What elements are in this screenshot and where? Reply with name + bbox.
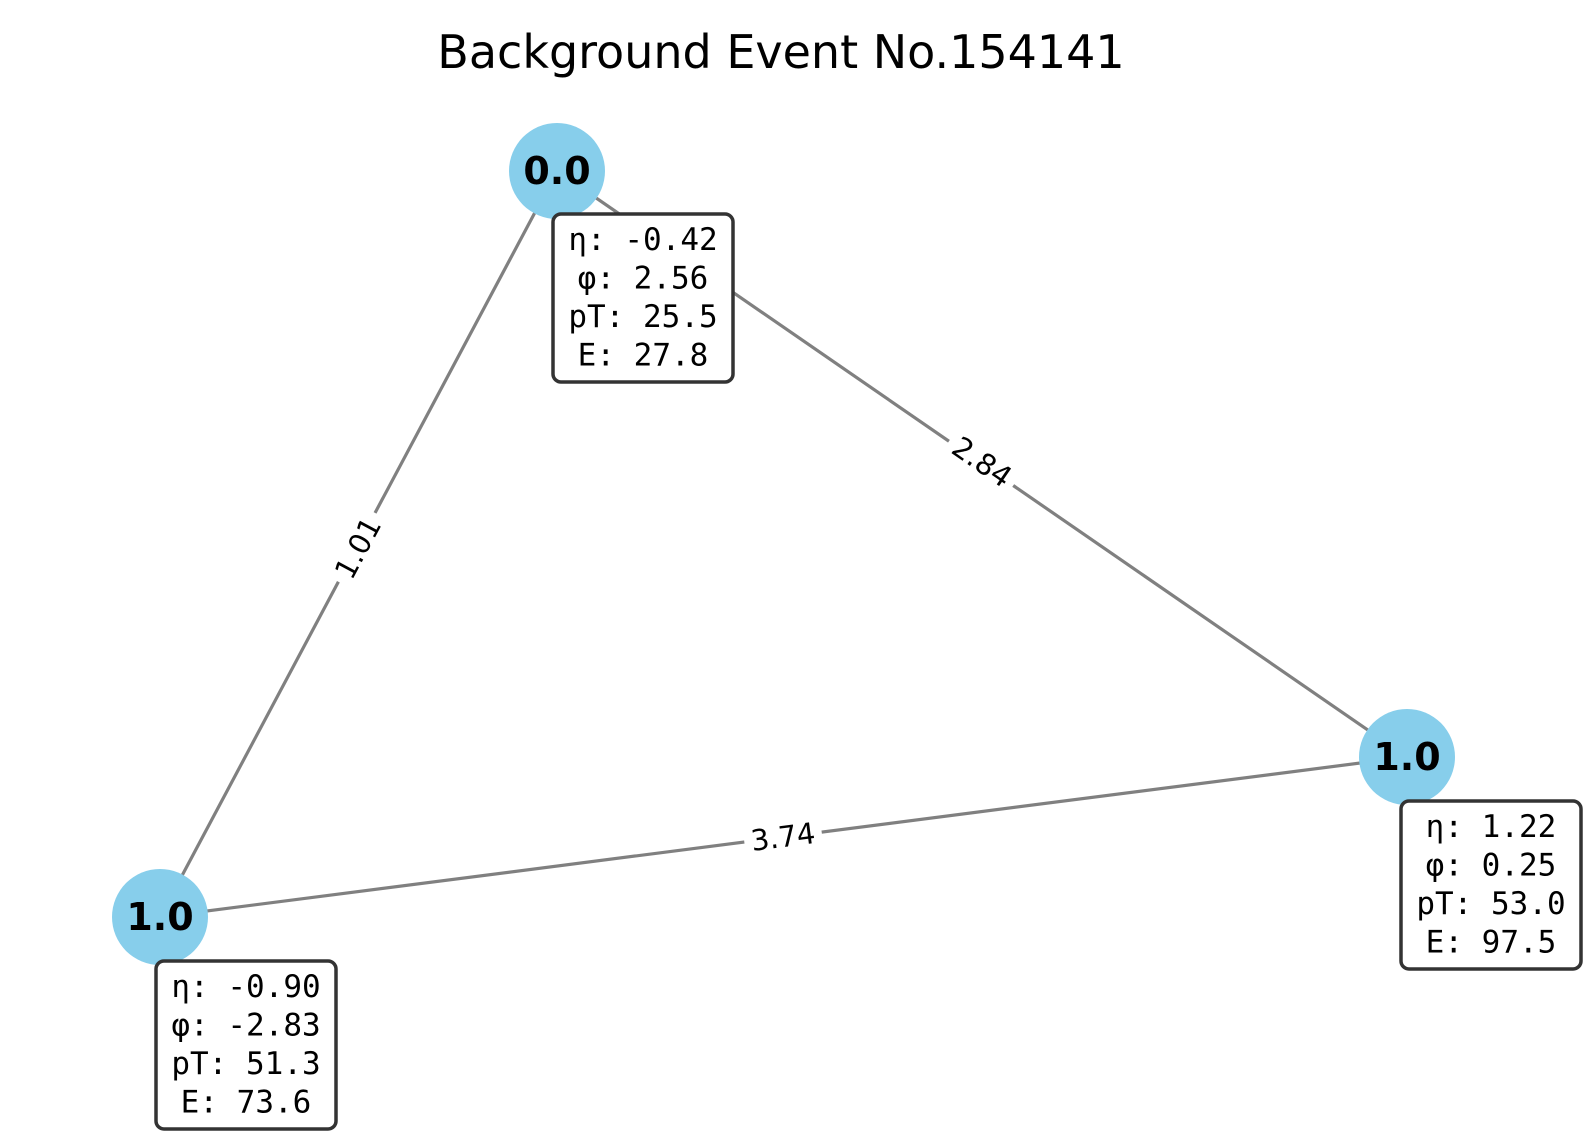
info-line: η: -0.90: [171, 969, 320, 1005]
node-circle[interactable]: [509, 123, 605, 219]
edges-layer: 1.01 2.84 3.74: [158, 169, 1408, 919]
info-line: E: 73.6: [181, 1085, 312, 1121]
edge-label-group: 3.74: [741, 812, 825, 862]
edge-label-group: 1.01: [322, 504, 394, 592]
info-line: η: -0.42: [568, 222, 717, 258]
info-box-frame: [1399, 799, 1583, 971]
info-line: pT: 53.0: [1416, 886, 1565, 922]
info-box-frame: [551, 212, 735, 384]
node-label: 1.0: [1373, 735, 1440, 779]
nodes-layer: 0.0 1.0 1.0: [112, 123, 1455, 965]
node-label: 0.0: [523, 149, 590, 193]
info-line: pT: 51.3: [171, 1046, 320, 1082]
info-line: φ: 2.56: [578, 261, 709, 297]
node-n2[interactable]: 1.0: [112, 869, 208, 965]
edge-label-background: [741, 812, 825, 862]
node-n1[interactable]: 1.0: [1359, 709, 1455, 805]
node-n0[interactable]: 0.0: [509, 123, 605, 219]
info-line: η: 1.22: [1426, 809, 1557, 845]
edge-weight-label: 3.74: [749, 816, 817, 858]
edge-label-background: [938, 423, 1026, 501]
info-line: φ: 0.25: [1426, 848, 1557, 884]
node-label: 1.0: [126, 895, 193, 939]
info-line: E: 97.5: [1426, 925, 1557, 961]
edge-label-group: 2.84: [938, 423, 1026, 501]
node-circle[interactable]: [112, 869, 208, 965]
info-line: pT: 25.5: [568, 299, 717, 335]
info-line: E: 27.8: [578, 338, 709, 374]
node-circle[interactable]: [1359, 709, 1455, 805]
info-line: φ: -2.83: [171, 1008, 320, 1044]
graph-title: Background Event No.154141: [437, 25, 1124, 79]
info-box-frame: [154, 959, 338, 1131]
edge-label-background: [322, 504, 394, 592]
